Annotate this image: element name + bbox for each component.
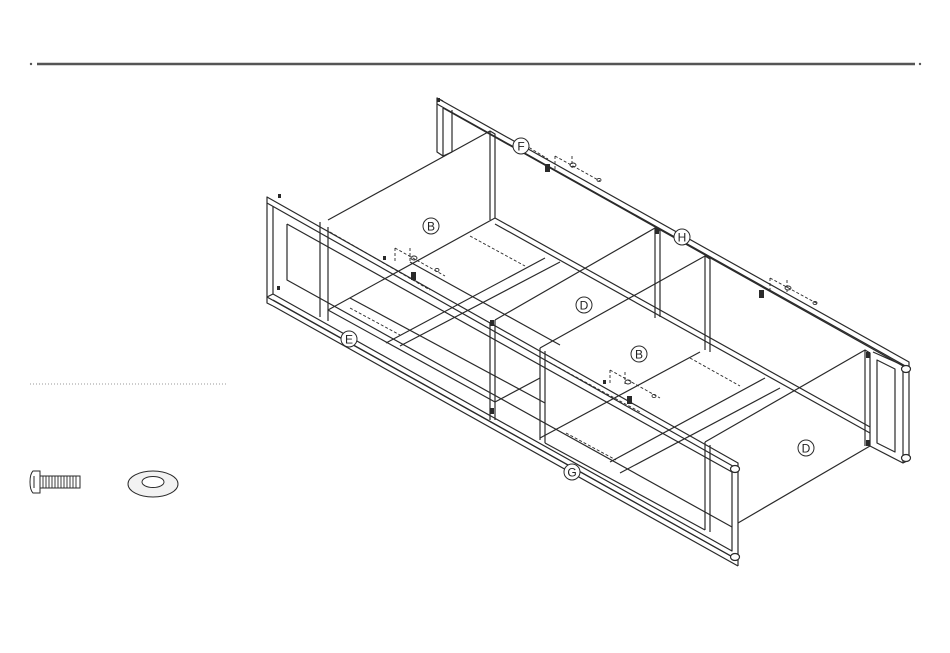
svg-text:E: E — [345, 333, 353, 347]
label-f: F — [513, 138, 529, 154]
svg-text:G: G — [567, 466, 576, 480]
svg-text:F: F — [517, 140, 524, 154]
label-e: E — [341, 331, 357, 347]
label-h: H — [674, 229, 690, 245]
label-d-mid: D — [576, 297, 592, 313]
svg-text:D: D — [802, 442, 811, 456]
washer-icon — [128, 471, 178, 497]
label-b-mid: B — [631, 346, 647, 362]
svg-text:B: B — [427, 220, 435, 234]
screw-icon — [30, 471, 80, 493]
header-rule — [30, 63, 921, 65]
label-g: G — [564, 464, 580, 480]
frame-drawing — [267, 98, 911, 566]
label-b-top: B — [423, 218, 439, 234]
svg-text:H: H — [678, 231, 687, 245]
label-d-right: D — [798, 440, 814, 456]
svg-text:D: D — [580, 299, 589, 313]
svg-text:B: B — [635, 348, 643, 362]
